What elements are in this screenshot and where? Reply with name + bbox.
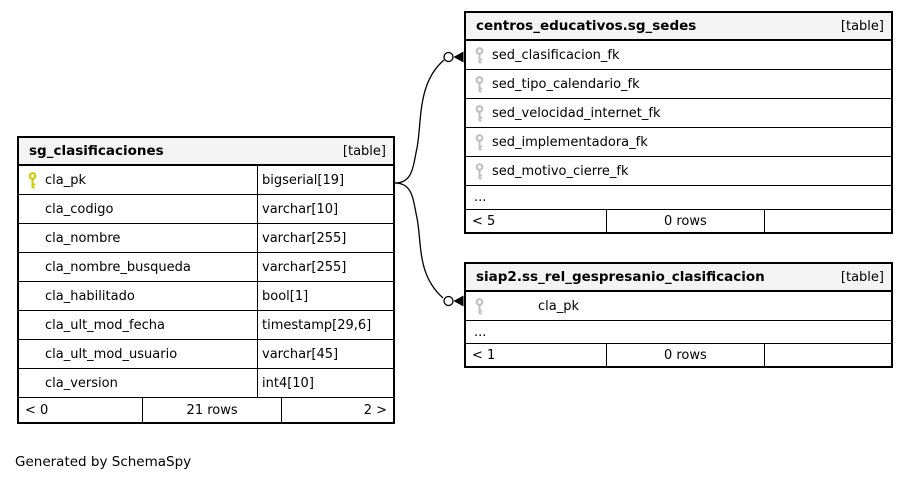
table-footer: < 5 0 rows — [466, 209, 891, 232]
table-type-badge: [table] — [840, 18, 884, 34]
column-type: varchar[255] — [257, 224, 393, 252]
column-row: cla_ult_mod_usuario varchar[45] — [19, 339, 393, 368]
foreign-key-icon — [466, 99, 492, 127]
column-row: cla_habilitado bool[1] — [19, 281, 393, 310]
foreign-key-icon — [466, 41, 492, 69]
foreign-key-icon — [466, 157, 492, 185]
no-key-spacer — [19, 195, 45, 223]
row-count: 0 rows — [606, 344, 763, 366]
foreign-key-icon — [466, 128, 492, 156]
no-key-spacer — [19, 253, 45, 281]
column-type: varchar[255] — [257, 253, 393, 281]
column-name: cla_version — [45, 375, 118, 391]
related-count-right — [763, 344, 892, 366]
column-name: cla_habilitado — [45, 288, 135, 304]
column-row: sed_motivo_cierre_fk — [466, 156, 891, 185]
column-row: sed_tipo_calendario_fk — [466, 69, 891, 98]
table-header[interactable]: centros_educativos.sg_sedes [table] — [466, 13, 891, 41]
generated-by-note: Generated by SchemaSpy — [15, 454, 192, 470]
column-name: cla_nombre — [45, 230, 121, 246]
column-name: sed_velocidad_internet_fk — [492, 105, 661, 121]
no-key-spacer — [19, 282, 45, 310]
more-columns-ellipsis: ... — [466, 320, 891, 343]
row-count: 21 rows — [142, 398, 280, 422]
column-name: cla_pk — [538, 298, 580, 314]
column-type: varchar[45] — [257, 340, 393, 368]
related-count-right — [763, 210, 892, 232]
table-name[interactable]: sg_clasificaciones — [29, 143, 164, 159]
more-columns-ellipsis: ... — [466, 185, 891, 209]
table-type-badge: [table] — [840, 269, 884, 285]
column-name: cla_codigo — [45, 201, 114, 217]
zero-or-one-circle — [443, 295, 454, 307]
connector-to-siap2 — [394, 182, 444, 299]
connector-to-sg-sedes — [394, 59, 445, 184]
column-row: cla_ult_mod_fecha timestamp[29,6] — [19, 310, 393, 339]
no-key-spacer — [19, 369, 45, 397]
column-row: cla_pk bigserial[19] — [19, 166, 393, 194]
column-row: cla_nombre varchar[255] — [19, 223, 393, 252]
column-type: timestamp[29,6] — [257, 311, 393, 339]
column-row: cla_nombre_busqueda varchar[255] — [19, 252, 393, 281]
related-count-left: < 5 — [472, 213, 496, 229]
column-type: varchar[10] — [257, 195, 393, 223]
column-type: bool[1] — [257, 282, 393, 310]
arrowhead — [453, 51, 464, 63]
no-key-spacer — [19, 224, 45, 252]
table-type-badge: [table] — [342, 143, 386, 159]
table-footer: < 0 21 rows 2 > — [19, 397, 393, 422]
row-count: 0 rows — [606, 210, 763, 232]
table-name[interactable]: centros_educativos.sg_sedes — [476, 18, 697, 34]
no-key-spacer — [19, 311, 45, 339]
column-name: sed_implementadora_fk — [492, 134, 648, 150]
column-row: cla_version int4[10] — [19, 368, 393, 397]
column-row: cla_pk — [466, 292, 891, 320]
column-name: sed_clasificacion_fk — [492, 47, 620, 63]
zero-or-one-circle — [443, 51, 454, 63]
table-siap2-ss-rel-gespresanio-clasificacion: siap2.ss_rel_gespresanio_clasificacion [… — [464, 262, 893, 368]
foreign-key-icon — [466, 292, 492, 320]
table-name[interactable]: siap2.ss_rel_gespresanio_clasificacion — [476, 269, 765, 285]
table-header[interactable]: sg_clasificaciones [table] — [19, 138, 393, 166]
column-name: cla_pk — [45, 172, 87, 188]
column-row: sed_implementadora_fk — [466, 127, 891, 156]
table-header[interactable]: siap2.ss_rel_gespresanio_clasificacion [… — [466, 264, 891, 292]
no-key-spacer — [19, 340, 45, 368]
table-footer: < 1 0 rows — [466, 343, 891, 366]
column-name: cla_nombre_busqueda — [45, 259, 191, 275]
column-name: sed_tipo_calendario_fk — [492, 76, 640, 92]
column-type: bigserial[19] — [257, 166, 393, 194]
related-count-right: 2 > — [280, 398, 393, 422]
column-row: cla_codigo varchar[10] — [19, 194, 393, 223]
column-row: sed_velocidad_internet_fk — [466, 98, 891, 127]
column-row: sed_clasificacion_fk — [466, 41, 891, 69]
arrowhead — [453, 295, 464, 307]
column-type: int4[10] — [257, 369, 393, 397]
column-name: cla_ult_mod_usuario — [45, 346, 178, 362]
column-name: sed_motivo_cierre_fk — [492, 163, 629, 179]
column-name: cla_ult_mod_fecha — [45, 317, 165, 333]
table-centros-educativos-sg-sedes: centros_educativos.sg_sedes [table] sed_… — [464, 11, 893, 234]
table-sg-clasificaciones: sg_clasificaciones [table] cla_pk bigser… — [17, 136, 395, 424]
related-count-left: < 1 — [472, 347, 496, 363]
foreign-key-icon — [466, 70, 492, 98]
primary-key-icon — [19, 166, 45, 194]
related-count-left: < 0 — [25, 402, 49, 418]
